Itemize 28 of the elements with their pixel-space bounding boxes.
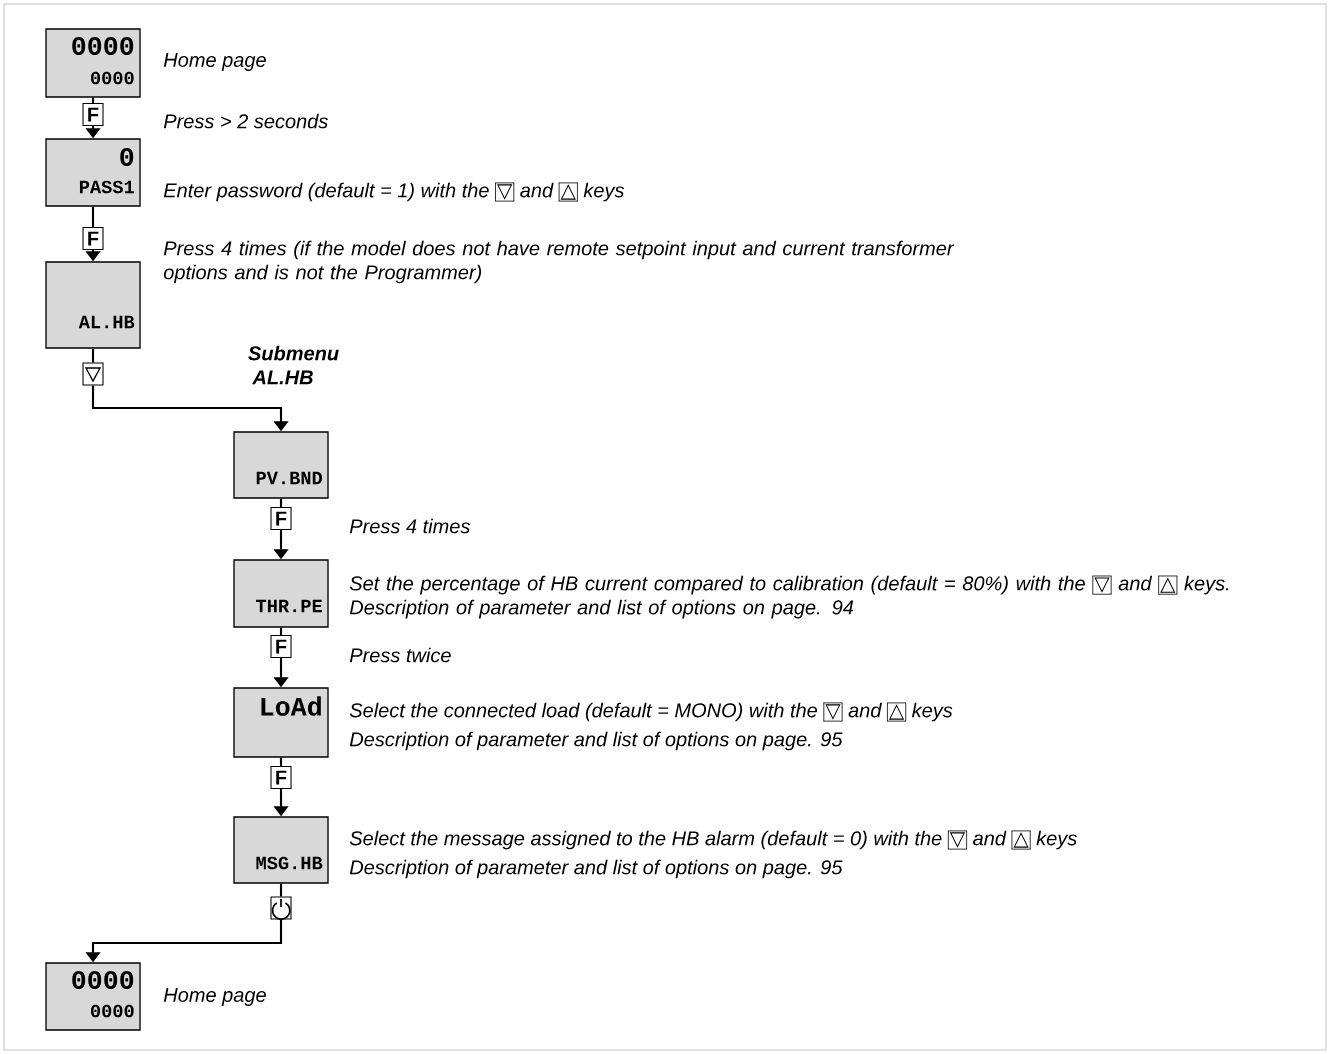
description-text: Select the connected load (default = MONO) with the ▽ and △ keys (349, 702, 953, 722)
f-key: F (270, 634, 292, 659)
f-key: F (270, 765, 292, 790)
description-text: Home page (163, 988, 266, 1006)
f-key: F (82, 226, 104, 251)
submenu-heading: Submenu AL.HB (248, 345, 339, 385)
description-text: Select the message assigned to the HB alarm (default = 0) with the ▽ and △ keys (349, 830, 1077, 850)
display-box: 0000 0000 (45, 28, 141, 98)
press-note: Press twice (349, 647, 451, 663)
display-box: PV.BND (233, 431, 329, 499)
description-text: Description of parameter and list of options on page. 95 (349, 731, 843, 751)
display-box: 0000 0000 (45, 962, 141, 1031)
display-box: LoAd (233, 687, 329, 758)
display-box: AL.HB (45, 261, 141, 349)
description-text: Enter password (default = 1) with the ▽ and △ keys (163, 182, 625, 202)
description-text: Set the percentage of HB current compared to calibration (default = 80%) with the ▽ and △ keys. Description of parameter and list of options on page. 94 (349, 575, 1229, 619)
press-note: Press > 2 seconds (163, 113, 328, 129)
f-key: F (270, 506, 292, 531)
display-box: 0 PASS1 (45, 138, 141, 207)
description-text: Description of parameter and list of options on page. 95 (349, 859, 843, 879)
display-box: MSG.HB (233, 816, 329, 884)
f-key: F (82, 102, 104, 127)
description-text: Home page (163, 53, 266, 71)
press-note: Press 4 times (349, 518, 470, 534)
down-key (82, 362, 104, 386)
press-note: Press 4 times (if the model does not have remote setpoint input and current transformer options and is not the Programmer) (163, 240, 955, 284)
display-box: THR.PE (233, 559, 329, 628)
power-key (270, 896, 292, 921)
